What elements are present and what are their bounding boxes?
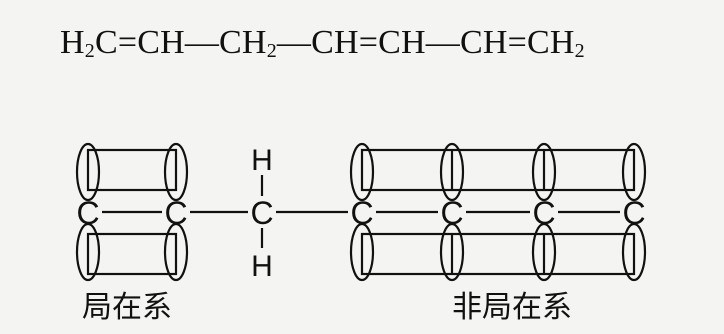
formula-part-4: —CH=CH—CH=CH2	[276, 24, 585, 62]
p-orbital-lobe	[531, 222, 557, 282]
p-orbital-lobe	[349, 142, 375, 202]
formula-part-1: H2	[60, 24, 95, 62]
formula-part-2: C=CH	[94, 24, 185, 61]
carbon-atom-5: C	[440, 195, 463, 231]
pi-overlap-bottom-localized	[86, 232, 178, 276]
p-orbital-lobe	[621, 142, 647, 202]
pi-overlap-top-delocalized	[360, 148, 636, 192]
hydrogen-atom-top: H	[251, 144, 273, 177]
carbon-atom-3: C	[250, 195, 273, 231]
formula-part-3: —CH2	[184, 24, 277, 62]
delocalized-system-caption: 非局在系	[452, 290, 572, 325]
p-orbital-lobe	[163, 222, 189, 282]
carbon-atom-4: C	[350, 195, 373, 231]
localized-system-caption: 局在系	[82, 290, 172, 325]
pi-overlap-top-localized	[86, 148, 178, 192]
p-orbital-lobe	[531, 142, 557, 202]
structural-formula: H2C=CH—CH2—CH=CH—CH=CH2	[60, 24, 585, 63]
carbon-atom-2: C	[164, 195, 187, 231]
p-orbital-lobe	[439, 142, 465, 202]
carbon-atom-7: C	[622, 195, 645, 231]
hydrogen-atom-bottom: H	[251, 250, 273, 283]
p-orbital-lobe	[349, 222, 375, 282]
carbon-atom-1: C	[76, 195, 99, 231]
p-orbital-lobe	[75, 222, 101, 282]
carbon-atom-6: C	[532, 195, 555, 231]
p-orbital-lobe	[621, 222, 647, 282]
p-orbital-lobe	[163, 142, 189, 202]
p-orbital-lobe	[75, 142, 101, 202]
p-orbital-lobe	[439, 222, 465, 282]
pi-overlap-bottom-delocalized	[360, 232, 636, 276]
